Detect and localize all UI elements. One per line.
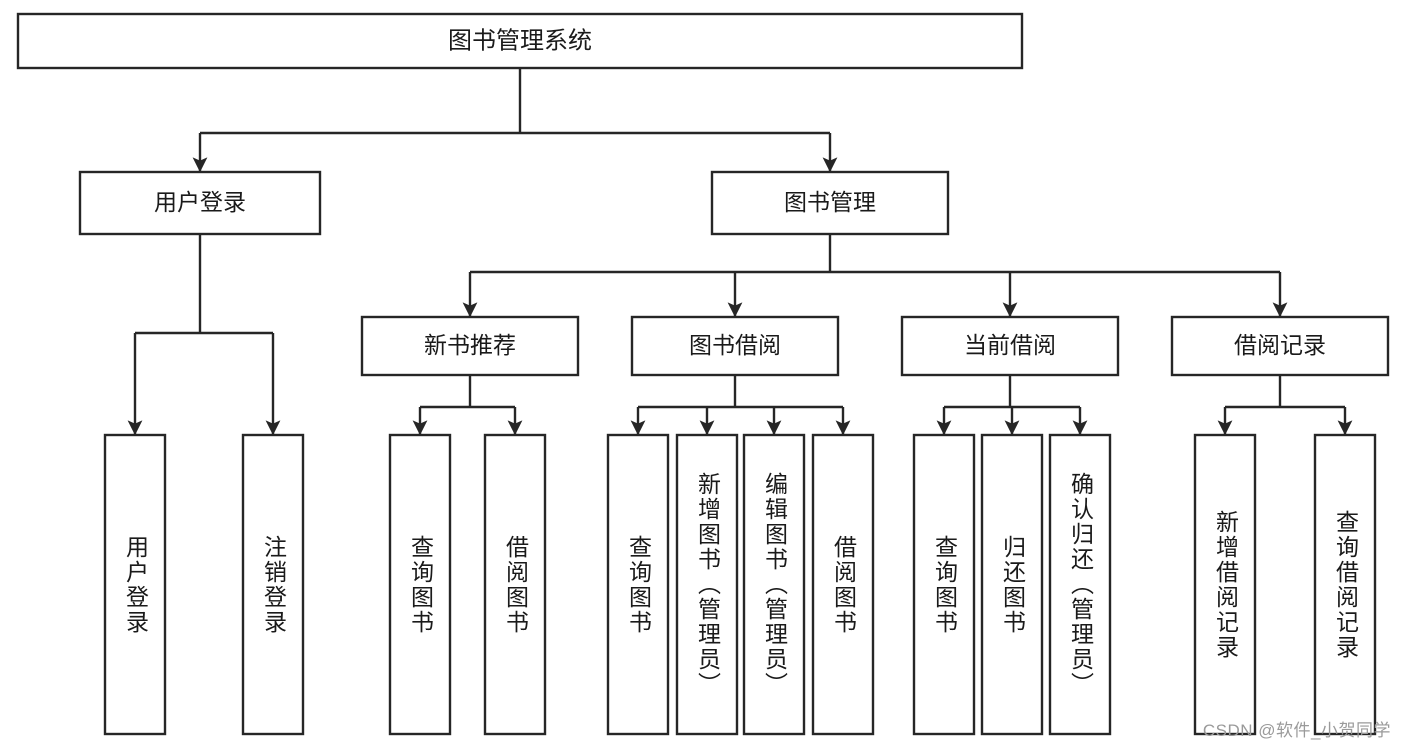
node-level3-box-1[interactable] bbox=[630, 315, 840, 377]
node-leaf-box-1[interactable] bbox=[241, 433, 305, 736]
connector-layer bbox=[127, 68, 1353, 436]
node-level3-label-0: 新书推荐 bbox=[424, 332, 516, 358]
node-leaf-box-9[interactable] bbox=[980, 433, 1044, 736]
node-leaf-box-4[interactable] bbox=[606, 433, 670, 736]
node-level3-box-2[interactable] bbox=[900, 315, 1120, 377]
node-root-box[interactable] bbox=[16, 12, 1024, 70]
node-level2-box-1[interactable] bbox=[710, 170, 950, 236]
node-leaf-box-0[interactable] bbox=[103, 433, 167, 736]
node-level3-label-1: 图书借阅 bbox=[689, 332, 781, 358]
node-root-label: 图书管理系统 bbox=[448, 27, 592, 54]
csdn-watermark: CSDN @软件_小贺同学 bbox=[1202, 721, 1391, 740]
node-leaf-box-6[interactable] bbox=[742, 433, 806, 736]
node-level3-box-0[interactable] bbox=[360, 315, 580, 377]
node-level2-label-1: 图书管理 bbox=[784, 189, 876, 215]
node-leaf-box-11[interactable] bbox=[1193, 433, 1257, 736]
node-level3-box-3[interactable] bbox=[1170, 315, 1390, 377]
node-leaf-box-5[interactable] bbox=[675, 433, 739, 736]
node-level2-label-0: 用户登录 bbox=[154, 189, 246, 215]
node-level3-label-2: 当前借阅 bbox=[964, 332, 1056, 358]
node-leaf-box-8[interactable] bbox=[912, 433, 976, 736]
node-leaf-box-7[interactable] bbox=[811, 433, 875, 736]
node-level2-box-0[interactable] bbox=[78, 170, 322, 236]
node-leaf-box-3[interactable] bbox=[483, 433, 547, 736]
node-leaf-box-10[interactable] bbox=[1048, 433, 1112, 736]
node-level3-label-3: 借阅记录 bbox=[1234, 332, 1326, 358]
node-leaf-box-12[interactable] bbox=[1313, 433, 1377, 736]
node-leaf-box-2[interactable] bbox=[388, 433, 452, 736]
